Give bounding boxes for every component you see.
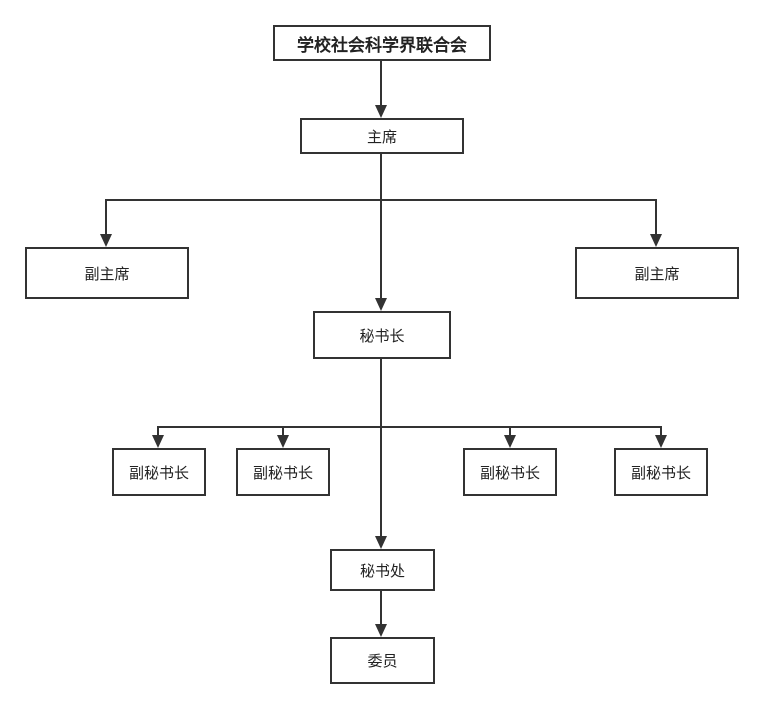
edge-chair-vice — [105, 199, 657, 235]
node-vice-chair-left[interactable]: 副主席 — [25, 247, 189, 299]
node-deputy-sg-2[interactable]: 副秘书长 — [236, 448, 330, 496]
arrow-icon — [504, 435, 516, 448]
arrow-icon — [375, 624, 387, 637]
node-root[interactable]: 学校社会科学界联合会 — [273, 25, 491, 61]
arrow-icon — [375, 105, 387, 118]
arrow-icon — [375, 298, 387, 311]
node-deputy-sg-4[interactable]: 副秘书长 — [614, 448, 708, 496]
edge-sg-deputies — [157, 426, 662, 436]
node-secretary-general[interactable]: 秘书长 — [313, 311, 451, 359]
node-chair[interactable]: 主席 — [300, 118, 464, 154]
node-members[interactable]: 委员 — [330, 637, 435, 684]
arrow-icon — [375, 536, 387, 549]
arrow-icon — [277, 435, 289, 448]
node-secretariat[interactable]: 秘书处 — [330, 549, 435, 591]
arrow-icon — [152, 435, 164, 448]
arrowheads — [100, 105, 667, 637]
node-vice-chair-right[interactable]: 副主席 — [575, 247, 739, 299]
arrow-icon — [655, 435, 667, 448]
node-deputy-sg-3[interactable]: 副秘书长 — [463, 448, 557, 496]
arrow-icon — [100, 234, 112, 247]
arrow-icon — [650, 234, 662, 247]
node-deputy-sg-1[interactable]: 副秘书长 — [112, 448, 206, 496]
